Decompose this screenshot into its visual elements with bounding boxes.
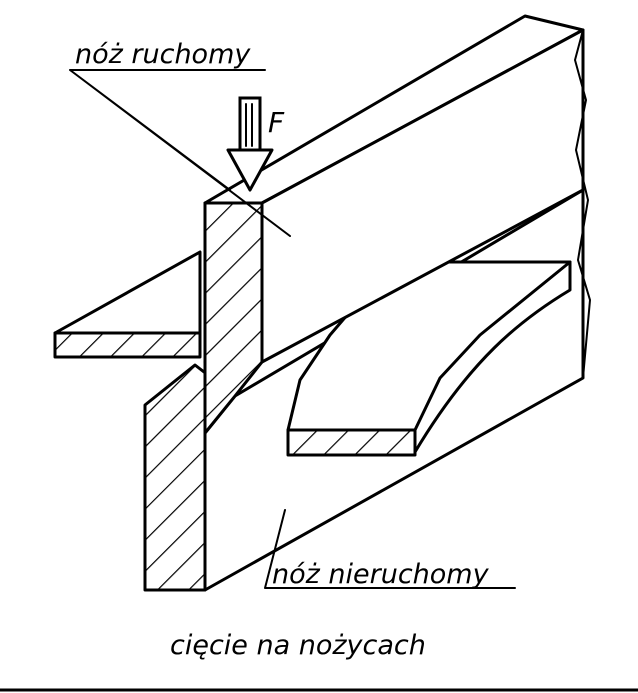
force-arrow-shading: [245, 103, 253, 147]
caption: cięcie na nożycach: [170, 630, 426, 661]
moving-knife-cross-section: [203, 201, 264, 435]
sheet-cut-piece-curve: [413, 260, 572, 454]
sheet-left-cross-section: [53, 331, 202, 359]
fixed-knife-label: nóż nieruchomy: [272, 559, 490, 590]
fixed-knife-leader: [264, 509, 516, 589]
moving-knife-leader: [69, 69, 291, 237]
force-label: F: [268, 106, 285, 139]
force-arrow-shaft: [238, 96, 262, 152]
break-line: [573, 29, 592, 379]
moving-knife: [203, 14, 592, 435]
moving-knife-label: nóż ruchomy: [75, 39, 251, 70]
leaders: [69, 69, 516, 589]
sheet-left-top-face: [53, 250, 202, 335]
force-arrow-head: [226, 148, 274, 192]
force-arrow: F: [226, 96, 285, 192]
sheet-cut-piece-cross-section: [286, 428, 417, 457]
